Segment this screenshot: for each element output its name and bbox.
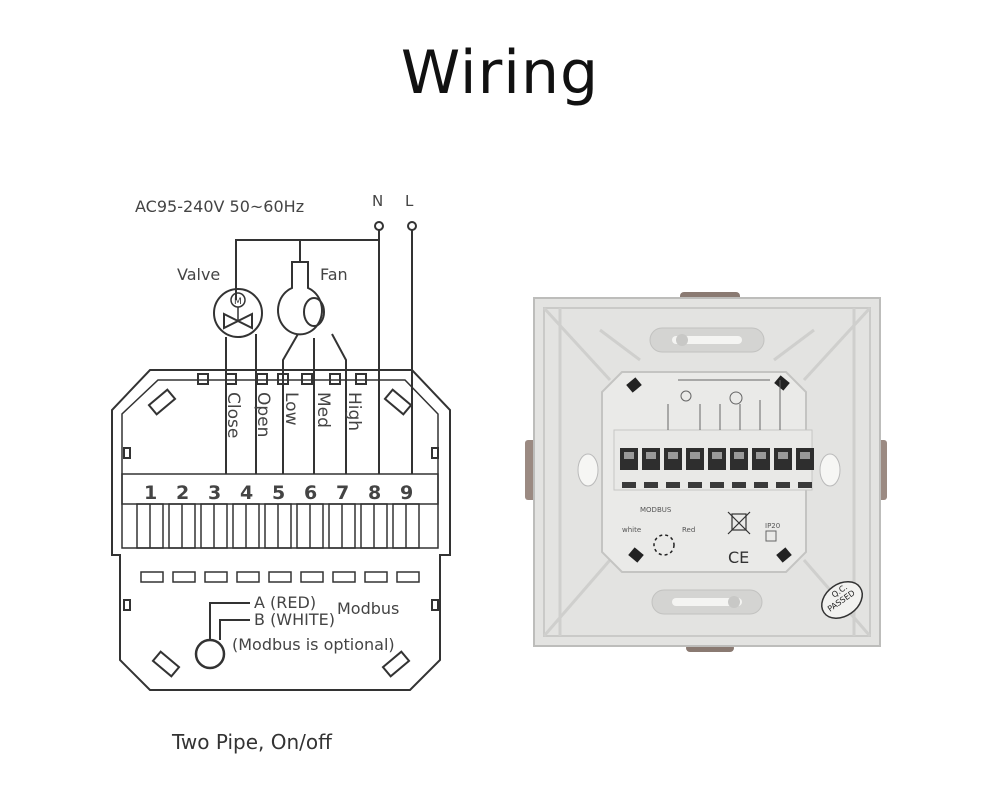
terminal-number: 2	[176, 482, 189, 504]
modbus-optional-note: (Modbus is optional)	[232, 635, 395, 654]
modbus-a-wire	[209, 602, 250, 640]
terminal-label-close: Close	[223, 392, 243, 438]
diagram-caption: Two Pipe, On/off	[172, 730, 332, 754]
thermostat-body-outline	[111, 369, 451, 691]
neutral-terminal	[374, 221, 384, 231]
terminal-number: 3	[208, 482, 221, 504]
valve-motor-m-symbol: M	[234, 297, 242, 307]
terminal-label-low: Low	[281, 392, 301, 426]
device-terminal-screws	[620, 448, 814, 470]
valve-triangle-right-icon	[235, 312, 253, 330]
terminal-label-open: Open	[253, 392, 273, 437]
valve-triangle-left-icon	[223, 312, 241, 330]
ip-rating-label: IP20	[765, 522, 780, 530]
clip-bottom-left-icon	[151, 650, 181, 678]
live-terminal	[407, 221, 417, 231]
fan-symbol-inner-icon	[303, 297, 325, 327]
terminal-number: 8	[368, 482, 381, 504]
device-white-label: white	[622, 526, 641, 534]
device-modbus-label: MODBUS	[640, 506, 672, 514]
terminal-number: 7	[336, 482, 349, 504]
modbus-label: Modbus	[337, 599, 399, 618]
modbus-a-label: A (RED)	[254, 593, 316, 612]
terminal-label-med: Med	[313, 392, 333, 428]
thermostat-inner-outline	[121, 379, 439, 549]
terminal-number: 4	[240, 482, 253, 504]
terminal-slots	[140, 571, 420, 583]
supply-voltage-label: AC95-240V 50~60Hz	[135, 197, 304, 216]
qc-passed-sticker: Q.C. PASSED	[821, 581, 863, 619]
fan-symbol-icon	[277, 261, 323, 336]
terminal-function-labels: Close Open Low Med High	[223, 392, 364, 438]
device-modbus-port-icon	[653, 534, 675, 556]
schematic: AC95-240V 50~60Hz N L Valve M Fan	[111, 192, 451, 691]
weee-bin-icon	[727, 511, 751, 535]
clip-bottom-right-icon	[381, 650, 411, 678]
modbus-b-wire	[219, 619, 250, 640]
fan-high-wire	[331, 333, 347, 474]
terminal-numbers: 1 2 3 4 5 6 7 8 9	[144, 482, 413, 504]
clip-top-right-icon	[383, 388, 413, 416]
live-label: L	[405, 192, 414, 210]
ce-mark: CE	[728, 548, 749, 567]
clip-top-left-icon	[147, 388, 177, 416]
terminal-number: 5	[272, 482, 285, 504]
terminal-number: 9	[400, 482, 413, 504]
modbus-b-label: B (WHITE)	[254, 610, 335, 629]
valve-motor-icon	[213, 288, 263, 338]
page-title: Wiring	[400, 38, 600, 108]
fan-low-wire	[282, 333, 299, 474]
fan-label: Fan	[320, 265, 348, 284]
terminal-blocks	[136, 503, 420, 549]
valve-label: Valve	[177, 265, 220, 284]
terminal-label-high: High	[344, 392, 364, 431]
device-red-label: Red	[682, 526, 695, 534]
terminal-number: 6	[304, 482, 317, 504]
neutral-label: N	[372, 192, 383, 210]
terminal-number: 1	[144, 482, 157, 504]
modbus-port-icon	[194, 638, 226, 670]
device-back-photo: MODBUS white Red CE IP20 Q.C. PASSED	[525, 292, 887, 652]
neutral-bus-wire	[235, 230, 380, 300]
